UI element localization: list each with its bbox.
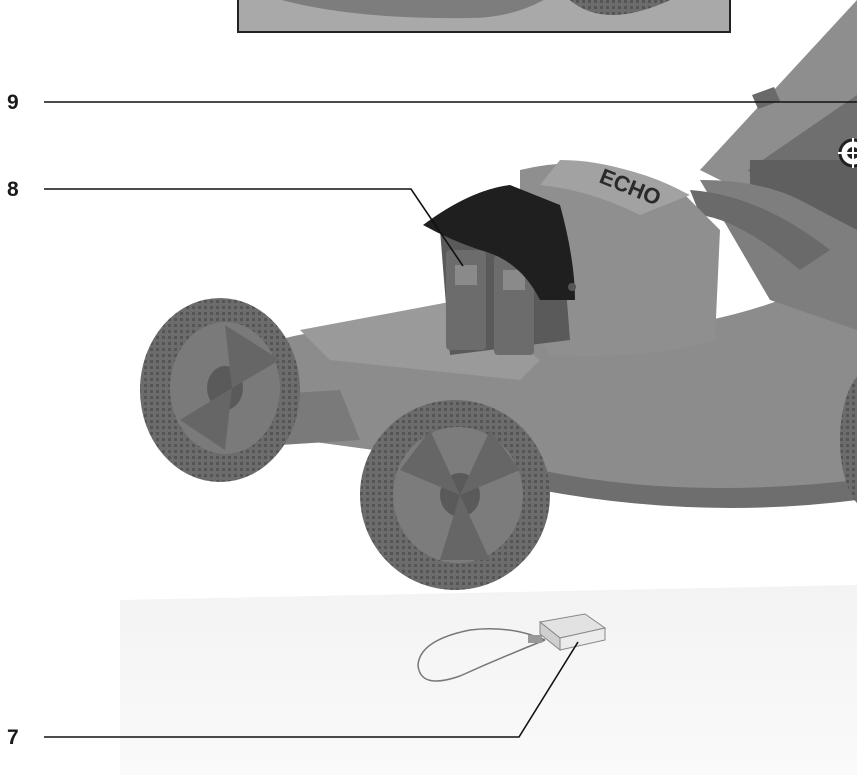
callout-line-7 bbox=[44, 641, 579, 738]
battery-cover bbox=[423, 185, 576, 300]
right-wheel bbox=[840, 376, 857, 504]
inset-frame bbox=[237, 0, 731, 33]
motor-housing: ECHO bbox=[520, 160, 720, 356]
callout-line-8 bbox=[44, 188, 464, 267]
handle-knob-icon bbox=[838, 138, 857, 168]
callout-number-7: 7 bbox=[7, 726, 19, 749]
floor-shading bbox=[120, 585, 857, 775]
callout-lines bbox=[44, 101, 857, 738]
front-wheel bbox=[360, 400, 550, 590]
rear-left-wheel bbox=[140, 298, 300, 482]
safety-key-icon bbox=[417, 613, 607, 682]
callout-number-9: 9 bbox=[7, 91, 19, 114]
callout-number-8: 8 bbox=[7, 178, 19, 201]
